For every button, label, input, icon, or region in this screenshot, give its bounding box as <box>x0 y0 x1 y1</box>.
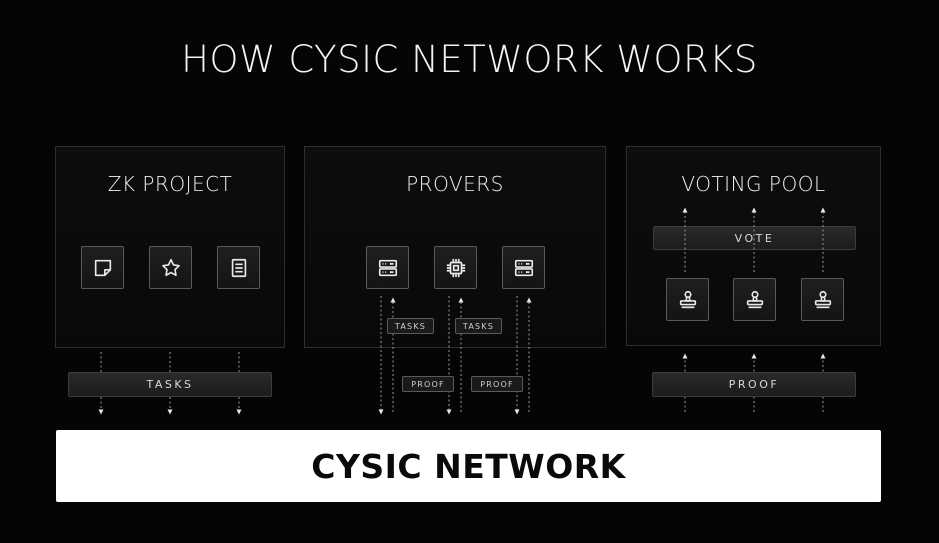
document-icon <box>217 246 260 289</box>
zk-project-panel: ZK PROJECT <box>55 146 285 348</box>
star-icon <box>149 246 192 289</box>
stamp-icon <box>733 278 776 321</box>
voting-pool-panel: VOTING POOL VOTE <box>626 146 881 346</box>
prover-tasks-chip: TASKS <box>455 318 502 334</box>
zk-tasks-bar: TASKS <box>68 372 272 397</box>
stamp-icon <box>801 278 844 321</box>
provers-panel: PROVERS <box>304 146 606 348</box>
page-title: HOW CYSIC NETWORK WORKS <box>181 38 758 81</box>
server-icon <box>502 246 545 289</box>
server-icon <box>366 246 409 289</box>
prover-tasks-chip: TASKS <box>387 318 434 334</box>
cysic-network-bar: CYSIC NETWORK <box>56 430 881 502</box>
provers-title: PROVERS <box>406 172 504 196</box>
sticky-note-icon <box>81 246 124 289</box>
cpu-chip-icon <box>434 246 477 289</box>
prover-proof-chip: PROOF <box>402 376 454 392</box>
prover-proof-chip: PROOF <box>471 376 523 392</box>
voting-pool-title: VOTING POOL <box>681 172 826 196</box>
zk-project-title: ZK PROJECT <box>107 172 233 196</box>
voting-proof-bar: PROOF <box>652 372 856 397</box>
vote-bar: VOTE <box>653 226 856 250</box>
stamp-icon <box>666 278 709 321</box>
